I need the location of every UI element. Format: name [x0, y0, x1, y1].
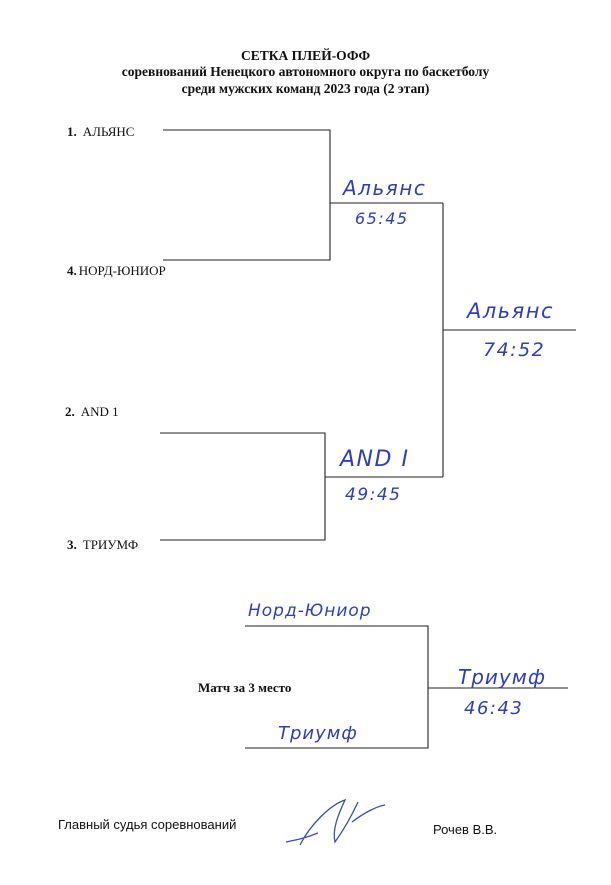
document-subtitle: соревнований Ненецкого автономного округ…	[121, 64, 490, 79]
third-place-winner: Триумф	[458, 665, 546, 689]
judge-label: Главный судья соревнований	[58, 817, 237, 832]
team-2: 2.AND 1	[65, 404, 119, 419]
third-place-team-top: Норд-Юниор	[248, 601, 372, 621]
third-place-team-bottom: Триумф	[278, 723, 358, 744]
semifinal-1-winner: Альянс	[343, 176, 427, 200]
semifinal-2-score: 49:45	[345, 485, 402, 505]
final-score: 74:52	[483, 339, 546, 361]
semifinal-1-score: 65:45	[355, 209, 409, 228]
semifinal-1-bracket	[163, 129, 331, 261]
semifinal-2-winner: AND I	[340, 447, 410, 472]
team-1: 1.АЛЬЯНС	[67, 124, 135, 139]
team-3: 3.ТРИУМФ	[67, 537, 139, 552]
third-place-score: 46:43	[464, 698, 524, 719]
third-place-label: Матч за 3 место	[198, 680, 292, 695]
judge-name: Рочев В.В.	[433, 822, 498, 837]
team-4: 4.НОРД-ЮНИОР	[67, 263, 166, 278]
document-title: СЕТКА ПЛЕЙ-ОФФ	[240, 48, 371, 63]
document-subtitle-2: среди мужских команд 2023 года (2 этап)	[181, 81, 430, 96]
final-winner: Альянс	[467, 299, 555, 323]
third-place-bracket	[245, 625, 429, 749]
semifinal-2-bracket	[160, 432, 326, 541]
signature-icon	[285, 798, 386, 846]
